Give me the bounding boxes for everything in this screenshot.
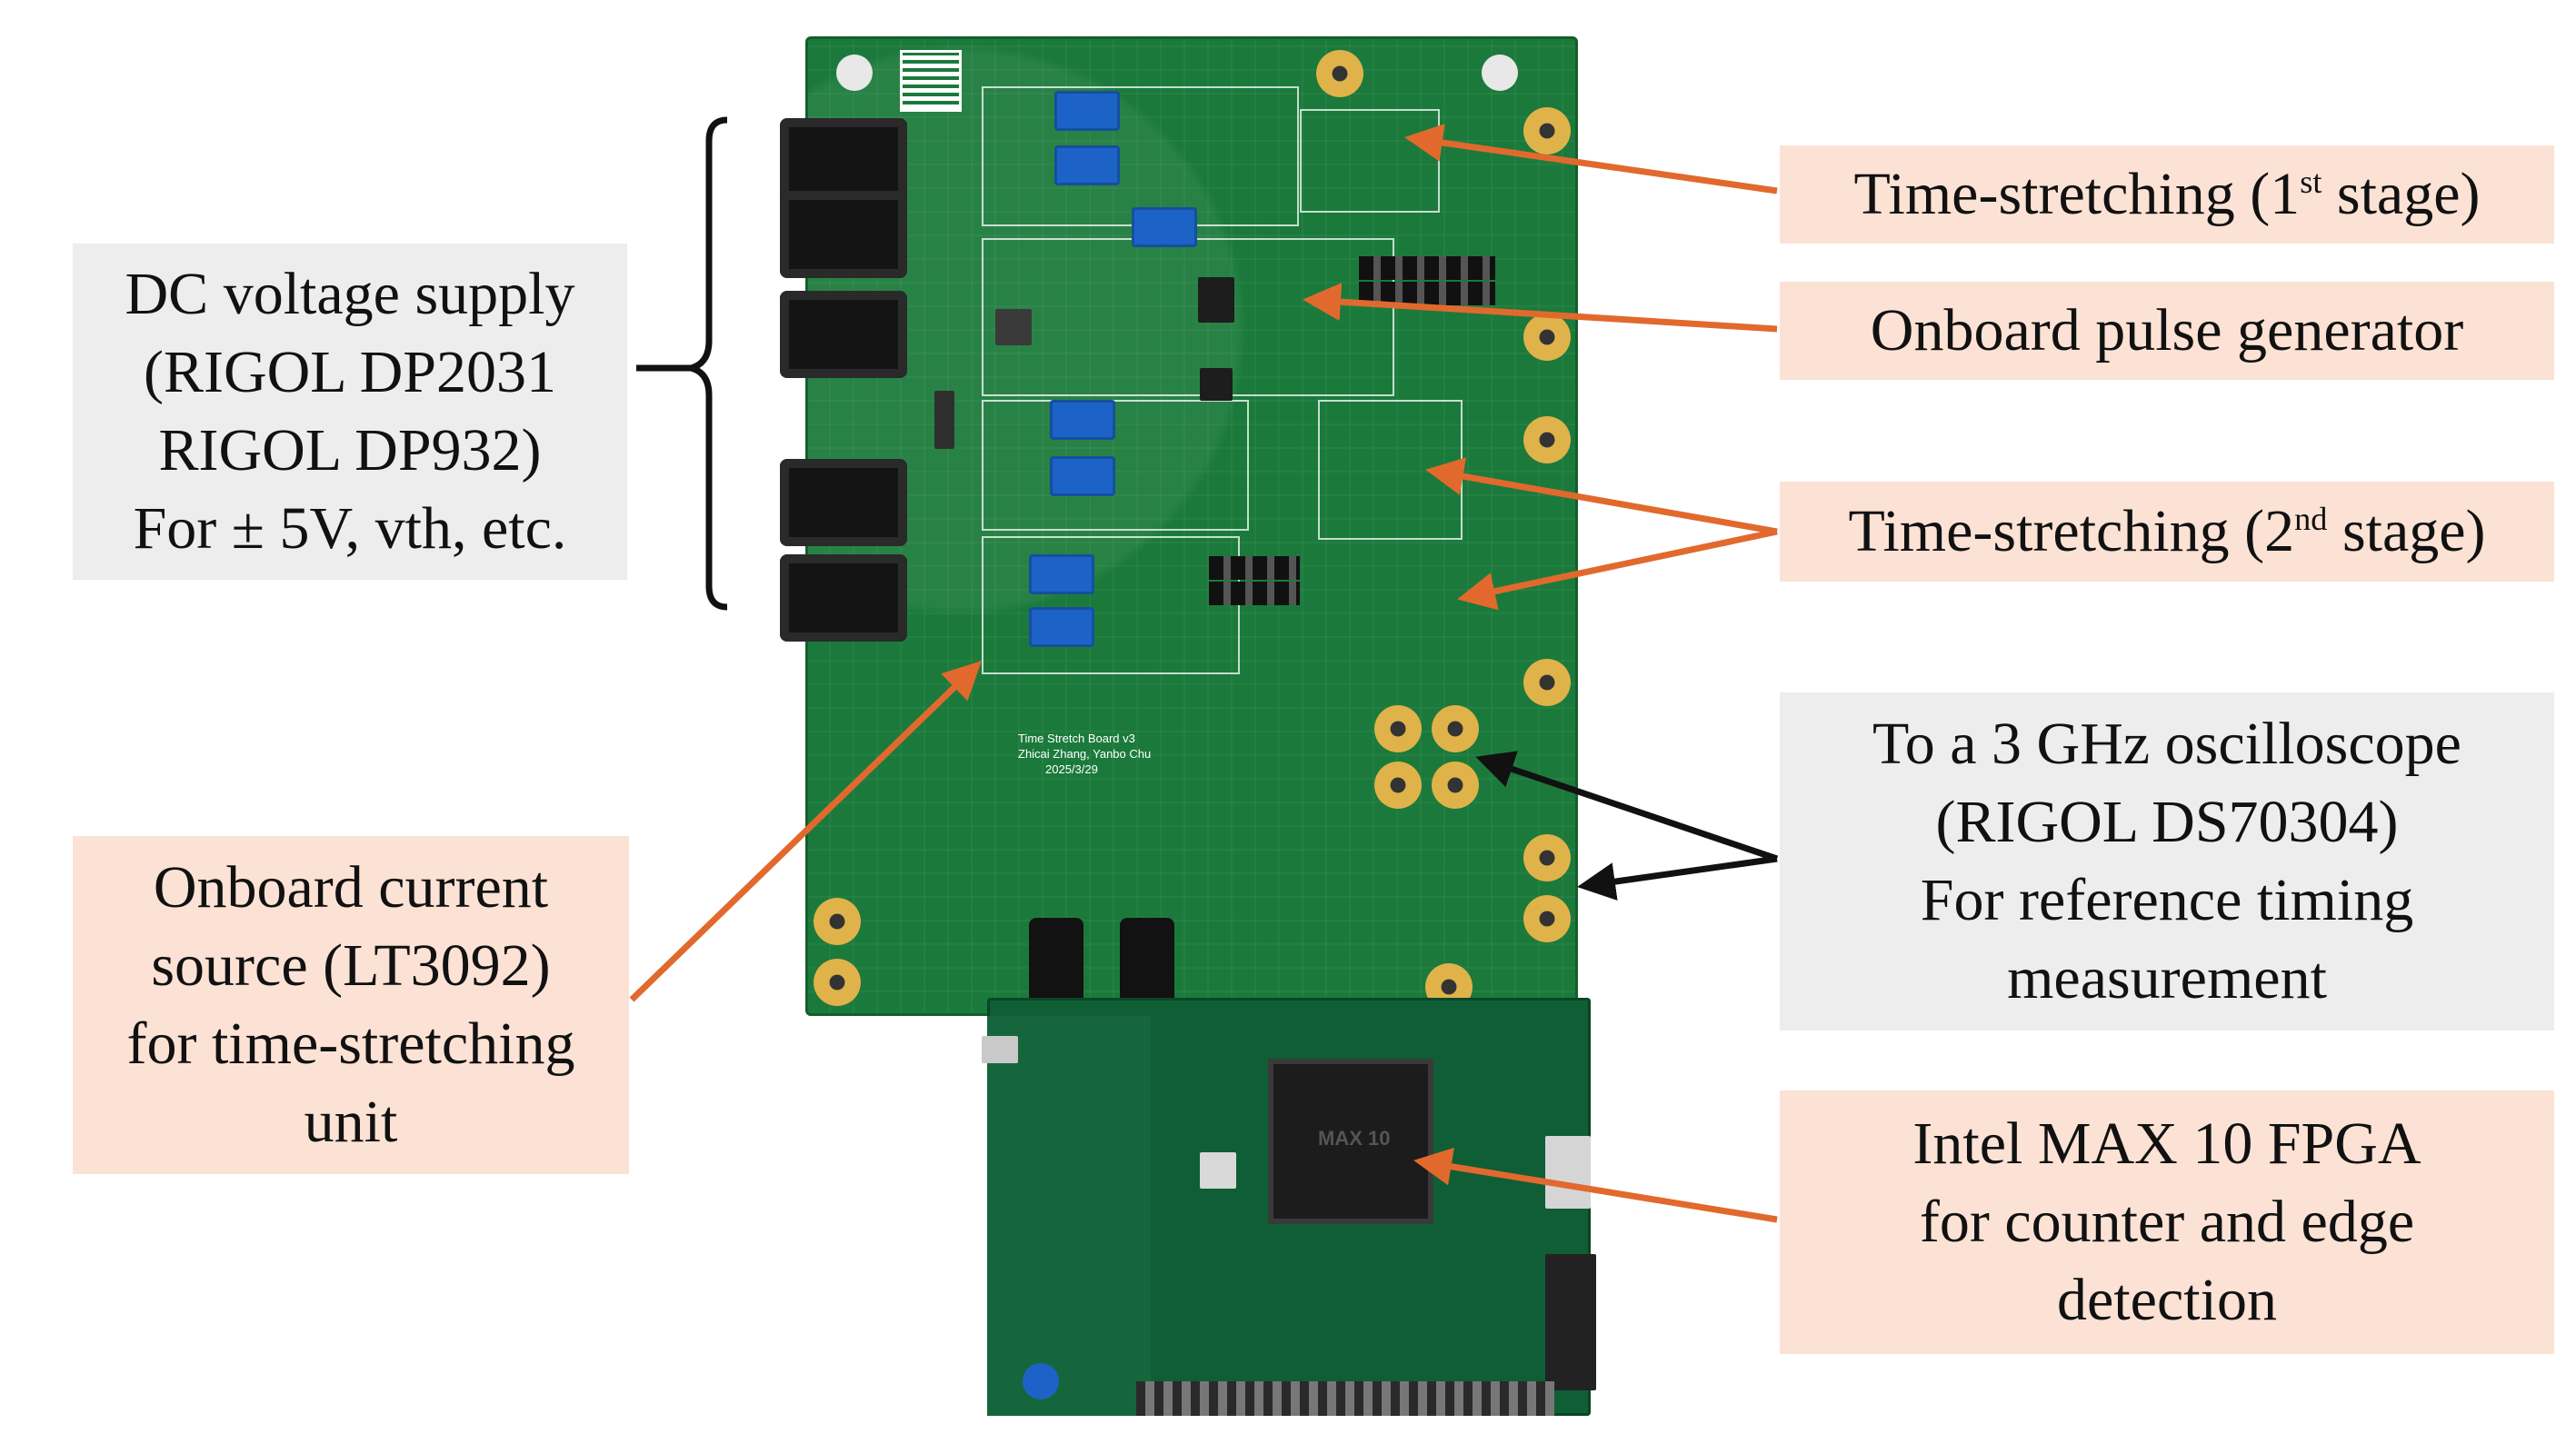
current-source-line: source (LT3092): [151, 932, 551, 1000]
sma-connector: [1523, 834, 1571, 881]
oscilloscope-line: measurement: [2007, 944, 2327, 1011]
dc-jack: [780, 191, 907, 278]
sma-connector: [1523, 107, 1571, 154]
slide-switch: [934, 391, 954, 449]
dc-supply-line: DC voltage supply: [125, 261, 575, 328]
time-stretch-pcb: [805, 36, 1578, 1016]
ic: [1198, 277, 1234, 323]
trimmer-pot: [1023, 1363, 1059, 1399]
sma-connector: [1523, 416, 1571, 463]
sma-connector: [1374, 705, 1422, 752]
sma-connector: [814, 898, 861, 945]
ts-stage2-label: Time-stretching (2nd stage): [1780, 482, 2554, 582]
mounting-hole: [836, 55, 873, 91]
board-title-silkscreen: Time Stretch Board v3: [1018, 732, 1135, 745]
trimmer-pot: [1029, 554, 1094, 594]
trimmer-pot: [1054, 145, 1120, 185]
fpga-line: for counter and edge: [1919, 1189, 2415, 1256]
oscilloscope-label: To a 3 GHz oscilloscope (RIGOL DS70304) …: [1780, 692, 2554, 1031]
current-source-line: Onboard current: [153, 854, 549, 921]
crystal-oscillator: [1200, 1152, 1236, 1189]
fpga-label: Intel MAX 10 FPGA for counter and edge d…: [1780, 1090, 2554, 1354]
arrow-ts-stage2-a: [1425, 457, 1778, 535]
trimmer-pot: [1132, 207, 1197, 247]
pulse-gen-label: Onboard pulse generator: [1780, 282, 2554, 380]
trimmer-pot: [1050, 400, 1115, 440]
sma-connector: [1523, 895, 1571, 942]
silkscreen-section: [982, 536, 1240, 674]
sma-connector: [1432, 762, 1479, 809]
trimmer-pot: [1054, 91, 1120, 131]
sma-connector: [1374, 762, 1422, 809]
dc-jack: [780, 459, 907, 546]
pin-header: [1209, 556, 1300, 580]
power-board: [987, 1016, 1151, 1416]
arrow-pulse-gen: [1303, 283, 1778, 333]
dc-supply-line: For ± 5V, vth, etc.: [133, 494, 567, 562]
pin-header: [1359, 256, 1495, 280]
fpga-chip-marking: MAX 10: [1318, 1127, 1391, 1150]
push-button: [995, 309, 1032, 345]
board-authors-silkscreen: Zhicai Zhang, Yanbo Chu: [1018, 747, 1152, 761]
fpga-chip: [1268, 1059, 1433, 1224]
current-source-line: for time-stretching: [126, 1011, 575, 1077]
dc-jack: [780, 291, 907, 378]
fpga-line: Intel MAX 10 FPGA: [1912, 1110, 2421, 1178]
arrow-scope-a: [1475, 751, 1779, 862]
fpga-line: detection: [2057, 1266, 2277, 1333]
current-source-line: unit: [304, 1088, 398, 1155]
trimmer-pot: [1029, 607, 1094, 647]
pin-header: [1545, 1136, 1591, 1209]
dc-jack: [780, 554, 907, 642]
usb-connector: [982, 1036, 1018, 1063]
ic: [1200, 368, 1233, 401]
trimmer-pot: [1050, 456, 1115, 496]
ts-stage1-text: Time-stretching (1st stage): [1853, 161, 2481, 228]
sma-connector: [1432, 705, 1479, 752]
sma-connector: [1523, 659, 1571, 706]
current-source-label: Onboard current source (LT3092) for time…: [73, 836, 629, 1174]
dc-supply-label: DC voltage supply (RIGOL DP2031 RIGOL DP…: [73, 244, 627, 580]
silkscreen-section: [982, 400, 1249, 531]
arrow-scope-b: [1577, 855, 1778, 901]
pulse-gen-text: Onboard pulse generator: [1870, 297, 2464, 364]
jtag-header: [1545, 1254, 1596, 1390]
dc-supply-brace: [689, 116, 728, 611]
mounting-hole: [1482, 55, 1518, 91]
oscilloscope-line: (RIGOL DS70304): [1935, 789, 2399, 856]
ts-stage2-text: Time-stretching (2nd stage): [1848, 498, 2486, 565]
board-date-silkscreen: 2025/3/29: [1045, 762, 1098, 776]
arrow-ts-stage2-b: [1457, 528, 1778, 611]
oscilloscope-line: For reference timing: [1920, 867, 2414, 933]
sma-connector: [814, 959, 861, 1006]
dc-supply-line: RIGOL DP932): [158, 417, 542, 483]
arrow-current-source: [629, 661, 983, 1002]
qr-code: [900, 50, 962, 112]
gpio-header: [1136, 1381, 1554, 1416]
sma-connector: [1523, 314, 1571, 361]
dc-supply-line: (RIGOL DP2031: [143, 339, 557, 406]
oscilloscope-line: To a 3 GHz oscilloscope: [1872, 711, 2461, 778]
arrow-ts-stage1: [1404, 124, 1778, 194]
ts-stage1-label: Time-stretching (1st stage): [1780, 145, 2554, 244]
pin-header: [1209, 582, 1300, 605]
arrow-fpga: [1413, 1147, 1778, 1223]
sma-connector: [1316, 50, 1363, 97]
